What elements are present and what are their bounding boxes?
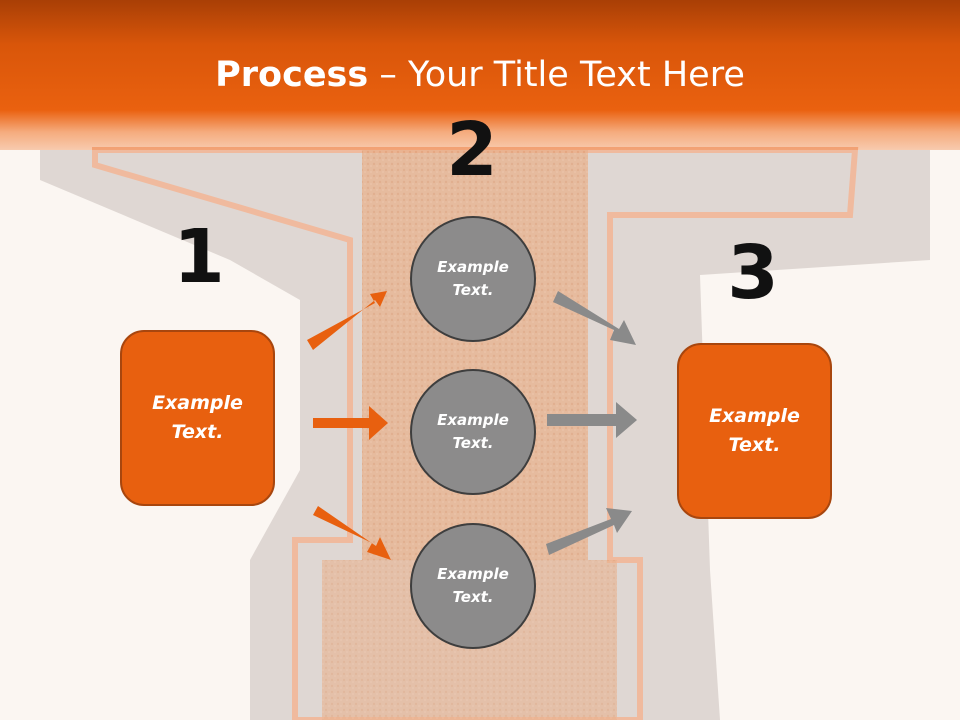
box-left-text: Example Text. [152, 392, 243, 443]
arrow-gray-up [546, 508, 632, 555]
arrow-orange-right [313, 406, 388, 440]
circle-top-text: Example Text. [437, 258, 509, 299]
step-number-3: 3 [727, 230, 779, 316]
arrow-orange-up [307, 291, 387, 350]
orange-arrows [307, 291, 391, 560]
process-circle-bottom: Example Text. [410, 523, 536, 649]
step-number-1: 1 [173, 214, 225, 300]
title-bold: Process [215, 55, 369, 95]
process-box-left: Example Text. [120, 330, 275, 506]
circle-bottom-text: Example Text. [437, 565, 509, 606]
title-rest: – Your Title Text Here [368, 55, 745, 95]
gray-arrows [546, 291, 637, 555]
slide-title: Process – Your Title Text Here [0, 53, 960, 97]
process-box-right: Example Text. [677, 343, 832, 519]
arrow-orange-down [313, 506, 391, 560]
step-number-2: 2 [446, 107, 498, 193]
box-right-text: Example Text. [709, 405, 800, 456]
arrow-gray-down [553, 291, 636, 345]
circle-middle-text: Example Text. [437, 411, 509, 452]
header-band [0, 0, 960, 150]
process-circle-top: Example Text. [410, 216, 536, 342]
process-circle-middle: Example Text. [410, 369, 536, 495]
arrow-gray-right [547, 402, 637, 438]
